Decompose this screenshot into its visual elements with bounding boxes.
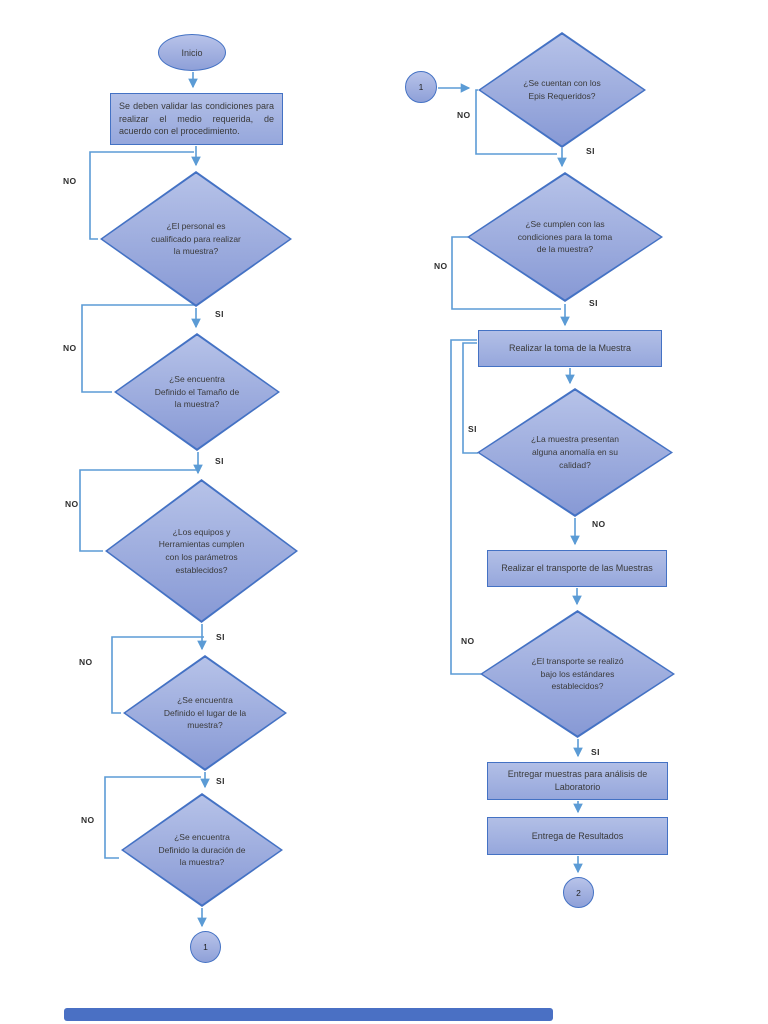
transporte-muestras-text: Realizar el transporte de las Muestras <box>501 563 653 574</box>
entrega-resultados-process: Entrega de Resultados <box>487 817 668 855</box>
decision-condiciones-text: ¿Se cumplen con las condiciones para la … <box>517 218 613 255</box>
transporte-muestras-process: Realizar el transporte de las Muestras <box>487 550 667 587</box>
si-label-anomalia: SI <box>468 424 477 434</box>
si-label-tamano: SI <box>215 456 224 466</box>
decision-lugar-text: ¿Se encuentra Definido el lugar de la mu… <box>163 694 247 731</box>
no-label-anomalia: NO <box>592 519 606 529</box>
decision-tamano-muestra: ¿Se encuentra Definido el Tamaño de la m… <box>114 333 280 451</box>
si-label-equipos: SI <box>216 632 225 642</box>
no-label-condiciones: NO <box>434 261 448 271</box>
connector-2-out: 2 <box>563 877 594 908</box>
decision-anomalia-calidad: ¿La muestra presentan alguna anomalía en… <box>477 388 673 517</box>
connector-1-in-label: 1 <box>418 82 424 92</box>
next-page-edge-bar <box>64 1008 553 1021</box>
no-label-lugar: NO <box>79 657 93 667</box>
si-label-personal: SI <box>215 309 224 319</box>
decision-equipos-text: ¿Los equipos y Herramientas cumplen con … <box>158 526 245 575</box>
si-label-transporte: SI <box>591 747 600 757</box>
decision-lugar-muestra: ¿Se encuentra Definido el lugar de la mu… <box>123 655 287 771</box>
no-label-duracion: NO <box>81 815 95 825</box>
connector-1-out: 1 <box>190 931 221 963</box>
decision-personal-cualificado: ¿El personal es cualificado para realiza… <box>100 171 292 307</box>
si-label-condiciones: SI <box>589 298 598 308</box>
decision-anomalia-text: ¿La muestra presentan alguna anomalía en… <box>531 434 619 470</box>
decision-duracion-text: ¿Se encuentra Definido la duración de la… <box>158 831 246 868</box>
si-label-lugar: SI <box>216 776 225 786</box>
decision-epis-text: ¿Se cuentan con los Epis Requeridos? <box>523 78 601 101</box>
decision-transporte-estandares: ¿El transporte se realizó bajo los están… <box>480 610 675 738</box>
entrega-resultados-text: Entrega de Resultados <box>531 830 624 841</box>
entregar-muestras-text: Entregar muestras para análisis de Labor… <box>507 769 648 792</box>
decision-personal-text: ¿El personal es cualificado para realiza… <box>151 220 241 257</box>
no-label-epis: NO <box>457 110 471 120</box>
connector-1-in: 1 <box>405 71 437 103</box>
no-label-equipos: NO <box>65 499 79 509</box>
decision-equipos-herramientas: ¿Los equipos y Herramientas cumplen con … <box>105 479 298 623</box>
decision-epis-requeridos: ¿Se cuentan con los Epis Requeridos? <box>478 32 646 148</box>
decision-tamano-text: ¿Se encuentra Definido el Tamaño de la m… <box>154 373 240 410</box>
decision-duracion-muestra: ¿Se encuentra Definido la duración de la… <box>121 793 283 907</box>
no-label-personal: NO <box>63 176 77 186</box>
decision-condiciones-toma: ¿Se cumplen con las condiciones para la … <box>467 172 663 302</box>
validate-conditions-text: Se deben validar las condiciones para re… <box>119 101 274 137</box>
toma-muestra-process: Realizar la toma de la Muestra <box>478 330 662 367</box>
entregar-muestras-process: Entregar muestras para análisis de Labor… <box>487 762 668 800</box>
no-label-tamano: NO <box>63 343 77 353</box>
start-terminator: Inicio <box>158 34 226 71</box>
validate-conditions-process: Se deben validar las condiciones para re… <box>110 93 283 145</box>
decision-transporte-text: ¿El transporte se realizó bajo los están… <box>531 655 624 692</box>
no-label-transporte: NO <box>461 636 475 646</box>
connector-1-out-label: 1 <box>203 942 208 952</box>
toma-muestra-text: Realizar la toma de la Muestra <box>508 343 632 354</box>
start-label: Inicio <box>181 47 203 58</box>
connector-2-out-label: 2 <box>576 887 581 898</box>
si-label-epis: SI <box>586 146 595 156</box>
